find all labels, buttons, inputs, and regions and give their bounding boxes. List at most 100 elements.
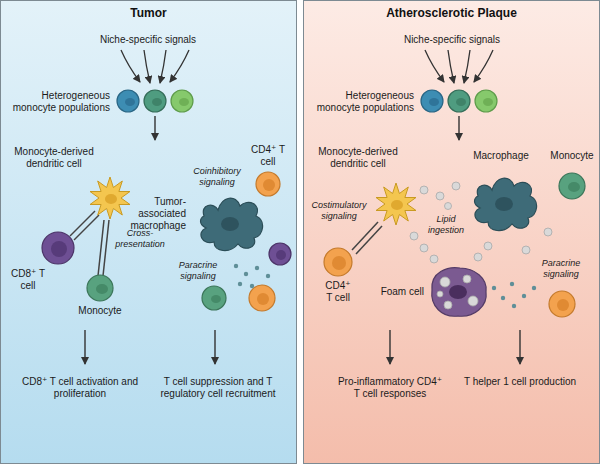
process-label: Paracrine signaling — [172, 260, 224, 282]
lipid-droplet — [522, 246, 530, 254]
signal-arrow — [425, 50, 444, 82]
cd8-t-cell — [51, 241, 67, 257]
cell-contact — [74, 215, 99, 240]
monocyte-cell — [559, 173, 585, 199]
cd4-t-cell — [256, 172, 280, 196]
monocyte-cell — [87, 275, 113, 301]
cell-label: Monocyte — [547, 150, 597, 162]
t-cell — [557, 299, 569, 311]
signal-arrow — [160, 50, 166, 83]
cd8-t-cell — [42, 232, 74, 264]
lipid-droplet — [420, 186, 428, 194]
cell-label: Monocyte — [75, 305, 125, 317]
foam-cell — [468, 296, 478, 306]
signal-label: Niche-specific signals — [68, 34, 228, 46]
monocyte-population — [125, 98, 135, 106]
flow-arrow — [389, 330, 390, 364]
cell-contact — [98, 220, 104, 276]
cell-label: CD4⁺ T cell — [248, 144, 288, 168]
foam-cell — [463, 275, 471, 283]
cytokine-dot — [255, 266, 259, 270]
dendritic-cell — [90, 177, 130, 219]
signal-arrow — [144, 50, 150, 83]
cd4-t-cell — [256, 172, 280, 196]
dendritic-cell — [90, 177, 130, 219]
process-label: Cross-presentation — [112, 228, 168, 250]
cd4-t-cell — [324, 248, 352, 276]
cell-contact — [352, 222, 382, 254]
monocyte-population — [429, 98, 439, 106]
process-label: Coinhibitory signaling — [192, 166, 242, 188]
t-cell — [276, 250, 286, 260]
flow-arrow — [84, 330, 85, 364]
monocyte-cell — [568, 182, 580, 192]
panel-title: Tumor — [1, 1, 296, 21]
outcome-label: Pro-inflammatory CD4⁺ T cell responses — [334, 376, 446, 400]
cytokine-dot — [244, 272, 248, 276]
t-cell — [211, 295, 221, 303]
t-cell — [549, 291, 575, 317]
cd8-t-cell — [42, 232, 74, 264]
dendritic-cell — [391, 200, 403, 210]
monocyte-cell — [559, 173, 585, 199]
cytokine-dot — [234, 264, 238, 268]
t-cell — [257, 293, 269, 305]
cytokine-dot — [510, 282, 514, 286]
macrophage — [475, 178, 537, 230]
flow-arrow — [154, 116, 155, 140]
lipid-droplet — [420, 244, 428, 252]
foam-cell — [440, 277, 450, 287]
monocyte-population — [421, 90, 443, 112]
process-label: Paracrine signaling — [536, 258, 586, 280]
cytokine-dot — [532, 286, 536, 290]
cd4-t-cell — [324, 248, 352, 276]
dendritic-cell — [105, 194, 117, 204]
outcome-label: T helper 1 cell production — [455, 376, 585, 388]
process-label: Lipid ingestion — [422, 214, 470, 236]
flow-arrow — [458, 116, 459, 140]
signal-arrow — [448, 50, 454, 83]
monocyte-population — [117, 90, 139, 112]
signal-arrow — [474, 50, 493, 82]
cytokine-dot — [234, 264, 270, 288]
lipid-droplet — [474, 253, 482, 261]
dendritic-cell — [376, 183, 416, 225]
lipid-droplet — [445, 203, 452, 210]
cd4-t-cell — [263, 179, 275, 191]
foam-cell — [444, 301, 452, 309]
monocyte-population — [152, 98, 162, 106]
cd4-t-cell — [332, 256, 346, 270]
signal-arrow — [121, 50, 493, 83]
flow-arrow — [519, 330, 520, 364]
cell-contact — [352, 222, 378, 250]
macrophage — [221, 217, 239, 231]
dendritic-cell — [376, 183, 416, 225]
cytokine-dot — [501, 296, 505, 300]
lipid-droplet — [436, 192, 444, 200]
t-cell — [202, 286, 226, 310]
foam-cell — [432, 268, 486, 317]
cell-label: Foam cell — [374, 286, 424, 298]
lipid-droplet — [452, 182, 460, 190]
flow-arrow — [214, 330, 215, 364]
signal-label: Niche-specific signals — [372, 34, 532, 46]
cytokine-dot — [492, 286, 496, 290]
cell-label: CD8⁺ T cell — [8, 268, 48, 292]
monocyte-cell — [87, 275, 113, 301]
cytokine-dot — [512, 304, 516, 308]
cell-label: Heterogeneous monocyte populations — [312, 90, 414, 114]
t-cell — [249, 285, 275, 311]
cell-label: Tumor-associated macrophage — [128, 196, 186, 232]
cell-contact — [356, 226, 382, 254]
cell-label: CD4⁺ T cell — [323, 280, 353, 304]
cytokine-dot — [266, 274, 270, 278]
macrophage — [201, 198, 263, 250]
monocyte-population — [179, 98, 189, 106]
foam-cell — [437, 291, 443, 297]
lipid-droplet — [410, 182, 552, 263]
lipid-droplet — [484, 242, 492, 250]
monocyte-population — [456, 98, 466, 106]
signal-arrow — [121, 50, 140, 82]
t-cell — [549, 291, 575, 317]
